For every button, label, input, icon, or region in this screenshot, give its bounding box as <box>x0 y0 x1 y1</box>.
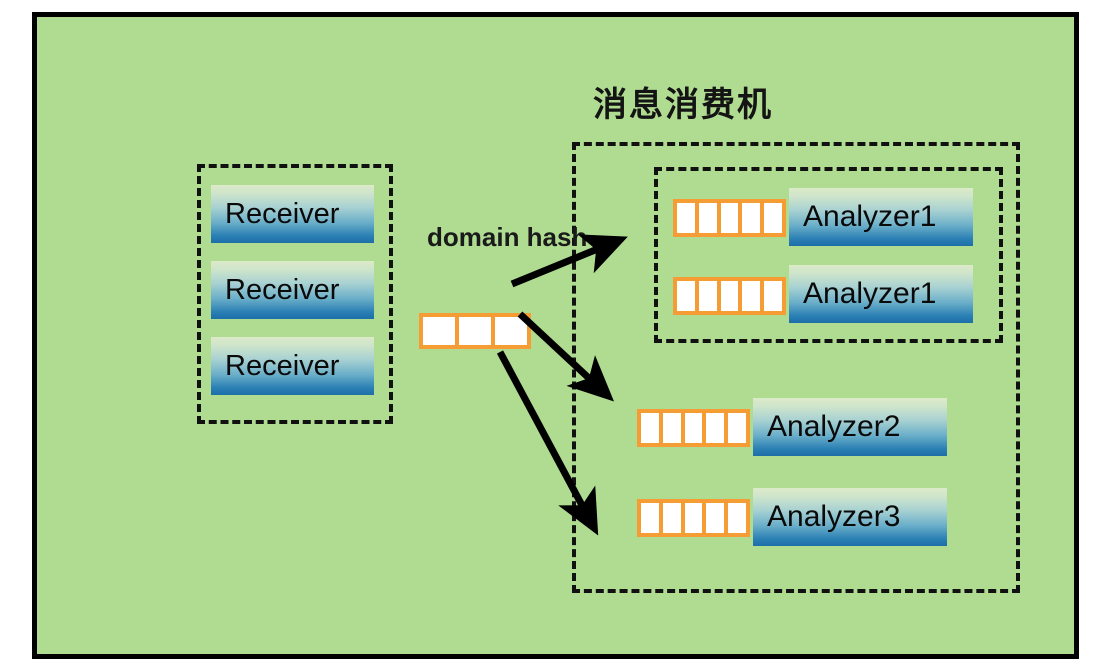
queue-cell <box>764 281 782 311</box>
queue-cell <box>720 203 739 233</box>
analyzer-node-4: Analyzer3 <box>753 488 947 546</box>
queue-cell <box>698 281 717 311</box>
queue-cell <box>641 413 659 443</box>
receivers-group-box <box>197 164 393 424</box>
queue-cell <box>684 503 703 533</box>
queue-cell <box>764 203 782 233</box>
receiver-node-1: Receiver <box>211 185 374 243</box>
queue-cell <box>728 503 746 533</box>
queue-cell <box>742 281 761 311</box>
queue-cell <box>677 281 695 311</box>
diagram-title: 消息消费机 <box>593 86 773 124</box>
queue-cell <box>706 503 725 533</box>
queue-cell <box>641 503 659 533</box>
queue-cell <box>677 203 695 233</box>
queue-cell <box>662 413 681 443</box>
receiver-node-3: Receiver <box>211 337 374 395</box>
queue-cell <box>423 317 455 345</box>
analyzer-queue-4 <box>637 499 750 537</box>
queue-cell <box>662 503 681 533</box>
main-message-queue <box>419 313 531 349</box>
domain-hash-label: domain hash <box>427 222 588 252</box>
analyzer-node-3: Analyzer2 <box>753 398 947 456</box>
queue-cell <box>698 203 717 233</box>
diagram-frame: 消息消费机 Receiver Receiver Receiver domain … <box>32 12 1079 659</box>
analyzer-node-1: Analyzer1 <box>789 188 973 246</box>
analyzer-queue-3 <box>637 409 750 447</box>
queue-cell <box>728 413 746 443</box>
analyzer-queue-1 <box>673 199 786 237</box>
analyzer-queue-2 <box>673 277 786 315</box>
receiver-node-2: Receiver <box>211 261 374 319</box>
analyzer-node-2: Analyzer1 <box>789 265 973 323</box>
queue-cell <box>706 413 725 443</box>
analyzer1-group-box <box>654 167 1003 343</box>
queue-cell <box>459 317 491 345</box>
queue-cell <box>742 203 761 233</box>
queue-cell <box>684 413 703 443</box>
queue-cell <box>720 281 739 311</box>
queue-cell <box>495 317 527 345</box>
